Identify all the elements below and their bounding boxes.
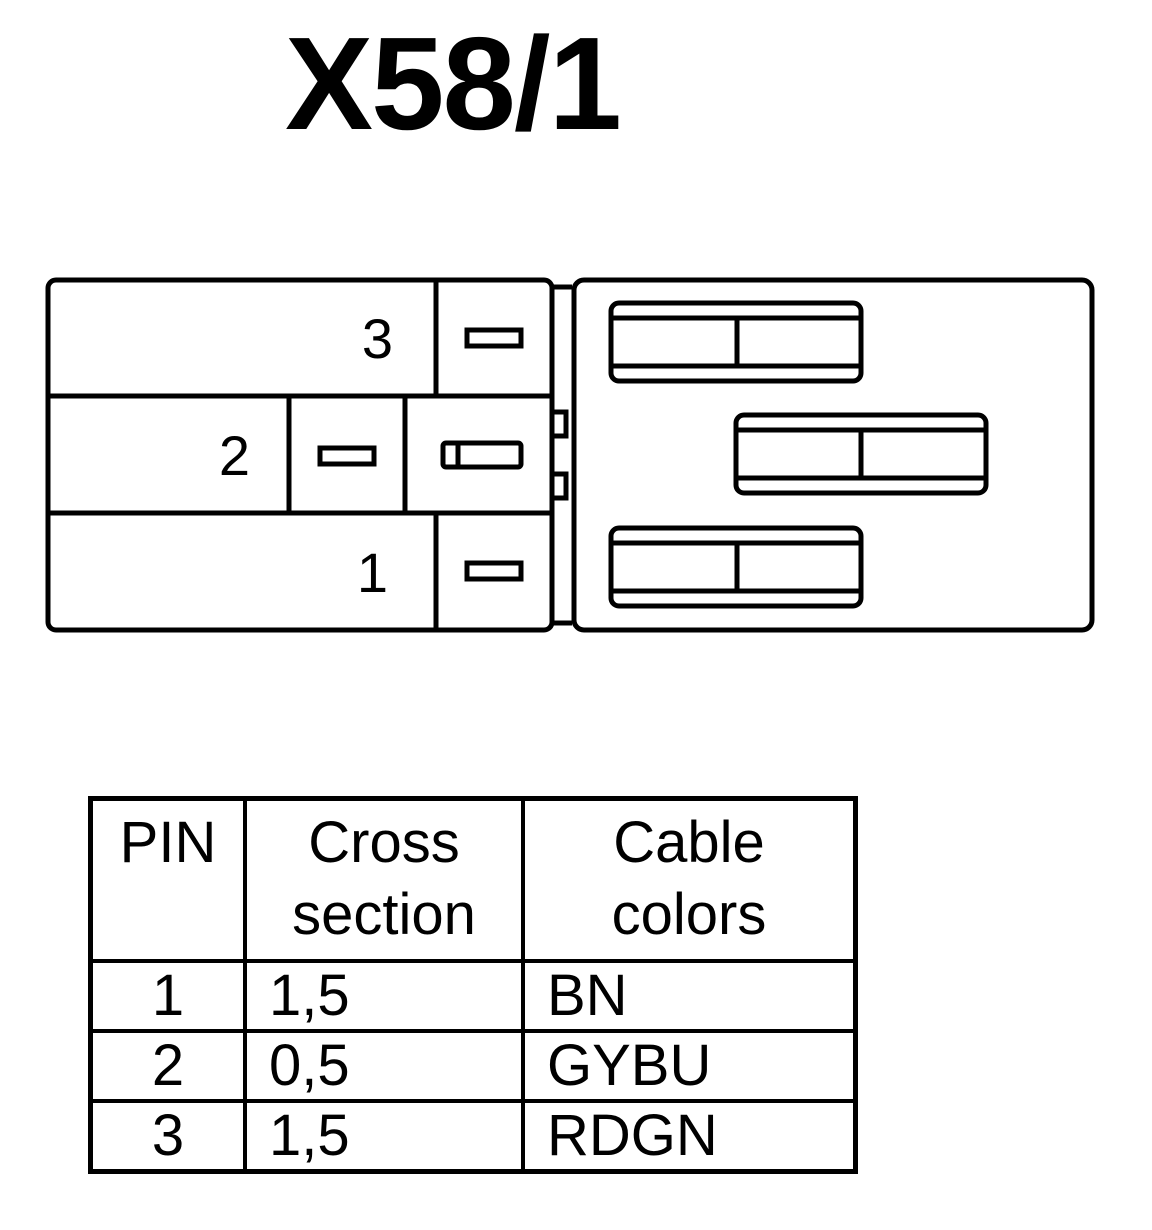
cell-cable-color: BN xyxy=(521,959,858,1033)
cell-pin: 3 xyxy=(88,1099,247,1174)
cell-cross-section: 1,5 xyxy=(243,1099,525,1174)
connector-title: X58/1 xyxy=(285,10,622,157)
header-cross-section: Cross section xyxy=(243,796,525,963)
pin-slot-3 xyxy=(464,327,524,349)
table-header-row: PIN Cross section Cable colors xyxy=(88,796,858,963)
pin-assignment-table: PIN Cross section Cable colors 1 1,5 BN … xyxy=(88,796,858,1174)
blade-terminal-3 xyxy=(608,300,864,384)
cell-cross-section: 1,5 xyxy=(243,959,525,1033)
table-row: 1 1,5 BN xyxy=(88,959,858,1033)
cell-pin: 1 xyxy=(88,959,247,1033)
header-cable-colors: Cable colors xyxy=(521,796,858,963)
pin-slot-1 xyxy=(464,560,524,582)
pin-number-3: 3 xyxy=(362,307,393,370)
latch-tab-bottom xyxy=(549,471,569,501)
table-row: 2 0,5 GYBU xyxy=(88,1029,858,1103)
pin-number-2: 2 xyxy=(219,424,250,487)
cell-cable-color: RDGN xyxy=(521,1099,858,1174)
header-pin: PIN xyxy=(88,796,247,963)
pin-slot-2a xyxy=(317,445,377,467)
latch-tab-top xyxy=(549,409,569,439)
pin-slot-2b xyxy=(440,440,524,470)
blade-terminal-2 xyxy=(733,412,989,496)
connector-housing-left xyxy=(45,277,555,633)
pin-number-1: 1 xyxy=(357,541,388,604)
connector-housing-right xyxy=(571,277,1095,633)
table-row: 3 1,5 RDGN xyxy=(88,1099,858,1174)
blade-terminal-1 xyxy=(608,525,864,609)
cell-cable-color: GYBU xyxy=(521,1029,858,1103)
cell-cross-section: 0,5 xyxy=(243,1029,525,1103)
cell-pin: 2 xyxy=(88,1029,247,1103)
